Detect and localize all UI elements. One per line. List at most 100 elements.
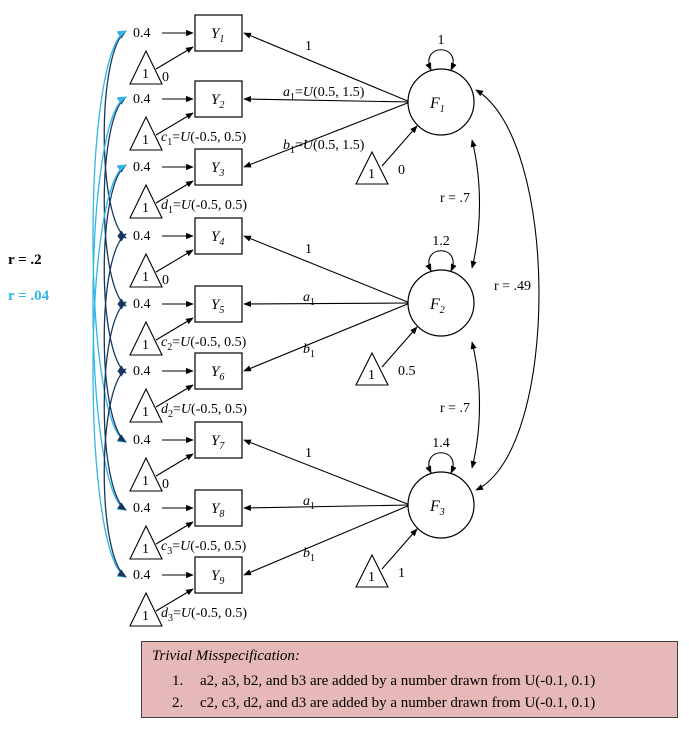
observed-label-y7: Y7 [211,433,225,452]
intercept-value-y4: 0 [162,273,169,288]
variance-loop-f2 [425,250,457,272]
misspecification-note: Trivial Misspecification: 1.a2, a3, b2, … [141,641,678,718]
intercept-constant-y7: 1 [142,474,149,489]
residual-curve-r2 [103,96,127,307]
variance-label-y4: 0.4 [133,229,151,244]
loading-line-f2-y5 [243,300,411,308]
observed-box-y8 [194,489,243,527]
r-light-legend: r = .04 [8,288,50,304]
intercept-constant-y8: 1 [142,542,149,557]
intercept-value-y1: 0 [162,70,169,85]
factor-intercept-triangle-f1 [355,150,389,185]
loading-line-f3-y7 [243,439,411,506]
factor-intercept-value-f2: 0.5 [398,364,416,379]
factor-label-f1: F1 [429,95,445,115]
intercept-constant-y5: 1 [142,338,149,353]
residual-correlation-curves [92,30,127,578]
factor-variance-f1: 1 [438,33,445,48]
variance-label-y3: 0.4 [133,160,151,175]
loading-label-f2-y5: a1 [303,290,315,308]
residual-curve-r2 [103,368,127,578]
observed-label-y2: Y2 [211,92,224,111]
factor-circle-f3 [407,471,475,539]
factor-circle-f1 [407,68,475,136]
intercept-paths [155,29,418,612]
residual-curve-r2 [103,164,127,374]
factor-intercept-value-f1: 0 [398,163,405,178]
intercept-triangle-y6 [129,387,163,423]
factor-variance-f2: 1.2 [432,234,450,249]
observed-label-y8: Y8 [211,501,224,520]
intercept-triangle-y1 [129,49,163,85]
factor-intercept-triangle-f2 [355,351,389,386]
observed-box-y9 [194,556,243,594]
intercept-constant-y9: 1 [142,609,149,624]
observed-label-y1: Y1 [211,26,224,45]
observed-box-y2 [194,80,243,118]
loading-label-f2-y6: b1 [303,342,315,360]
loading-line-f1-y3 [243,101,411,168]
residual-curve-r04 [92,164,127,578]
loading-label-f3-y9: b1 [303,546,315,564]
observed-box-y5 [194,285,243,323]
factor-intercept-constant-f2: 1 [368,368,375,383]
intercept-param-y6: d2=U(-0.5, 0.5) [161,402,247,420]
residual-curve-r2 [103,301,127,511]
corr-label-f1-f2: r = .7 [440,191,470,206]
intercept-param-y5: c2=U(-0.5, 0.5) [161,335,247,353]
corr-label-f2-f3: r = .7 [440,401,470,416]
note-item-1-text: a2, a3, b2, and b3 are added by a number… [200,673,596,689]
note-item-2-text: c2, c3, d2, and d3 are added by a number… [200,695,596,711]
r-dark-legend: r = .2 [8,252,42,268]
variance-label-y2: 0.4 [133,92,151,107]
intercept-triangle-y7 [129,456,163,492]
observed-box-y6 [194,352,243,390]
note-item-2-number: 2. [172,695,184,711]
variance-label-y9: 0.4 [133,568,151,583]
note-item-1: 1.a2, a3, b2, and b3 are added by a numb… [172,673,595,690]
intercept-constant-y2: 1 [142,133,149,148]
loading-line-f1-y2 [243,96,411,103]
intercept-param-y2: c1=U(-0.5, 0.5) [161,130,247,148]
intercept-triangle-y5 [129,320,163,356]
factor-intercept-constant-f3: 1 [368,570,375,585]
loading-label-f1-y1: 1 [305,39,312,54]
loading-line-f2-y6 [243,302,411,372]
residual-curve-r04 [92,96,127,511]
intercept-param-y8: c3=U(-0.5, 0.5) [161,539,247,557]
residual-curve-r04 [92,30,127,443]
corr-f2-f3 [470,341,481,469]
intercept-triangle-y4 [129,252,163,288]
factor-intercept-constant-f1: 1 [368,167,375,182]
loading-line-f2-y4 [243,235,411,304]
factor-circle-f2 [407,269,475,337]
observed-box-y7 [194,421,243,459]
loading-line-f3-y8 [243,504,411,511]
variance-loop-f3 [425,452,457,474]
corr-label-f1-f3: r = .49 [494,279,531,294]
variance-label-y1: 0.4 [133,26,151,41]
loading-line-f1-y1 [243,32,411,103]
observed-label-y6: Y6 [211,364,224,383]
residual-curve-r2 [103,30,127,239]
variance-label-y8: 0.4 [133,501,151,516]
loading-label-f2-y4: 1 [305,242,312,257]
note-item-2: 2. c2, c3, d2, and d3 are added by a numb… [172,695,595,712]
variance-loop-f1 [425,49,457,71]
observed-label-y5: Y5 [211,297,224,316]
note-title: Trivial Misspecification: [152,648,300,664]
observed-label-y3: Y3 [211,160,224,179]
factor-label-f2: F2 [429,296,445,316]
loading-line-f3-y9 [243,504,411,576]
factor-intercept-triangle-f3 [355,553,389,588]
variance-label-y7: 0.4 [133,433,151,448]
variance-label-y6: 0.4 [133,364,151,379]
observed-box-y4 [194,217,243,255]
intercept-constant-y1: 1 [142,67,149,82]
intercept-value-y7: 0 [162,477,169,492]
factor-variance-f3: 1.4 [432,436,450,451]
intercept-triangle-y8 [129,524,163,560]
observed-label-y9: Y9 [211,568,224,587]
residual-curve-r2 [103,233,127,443]
